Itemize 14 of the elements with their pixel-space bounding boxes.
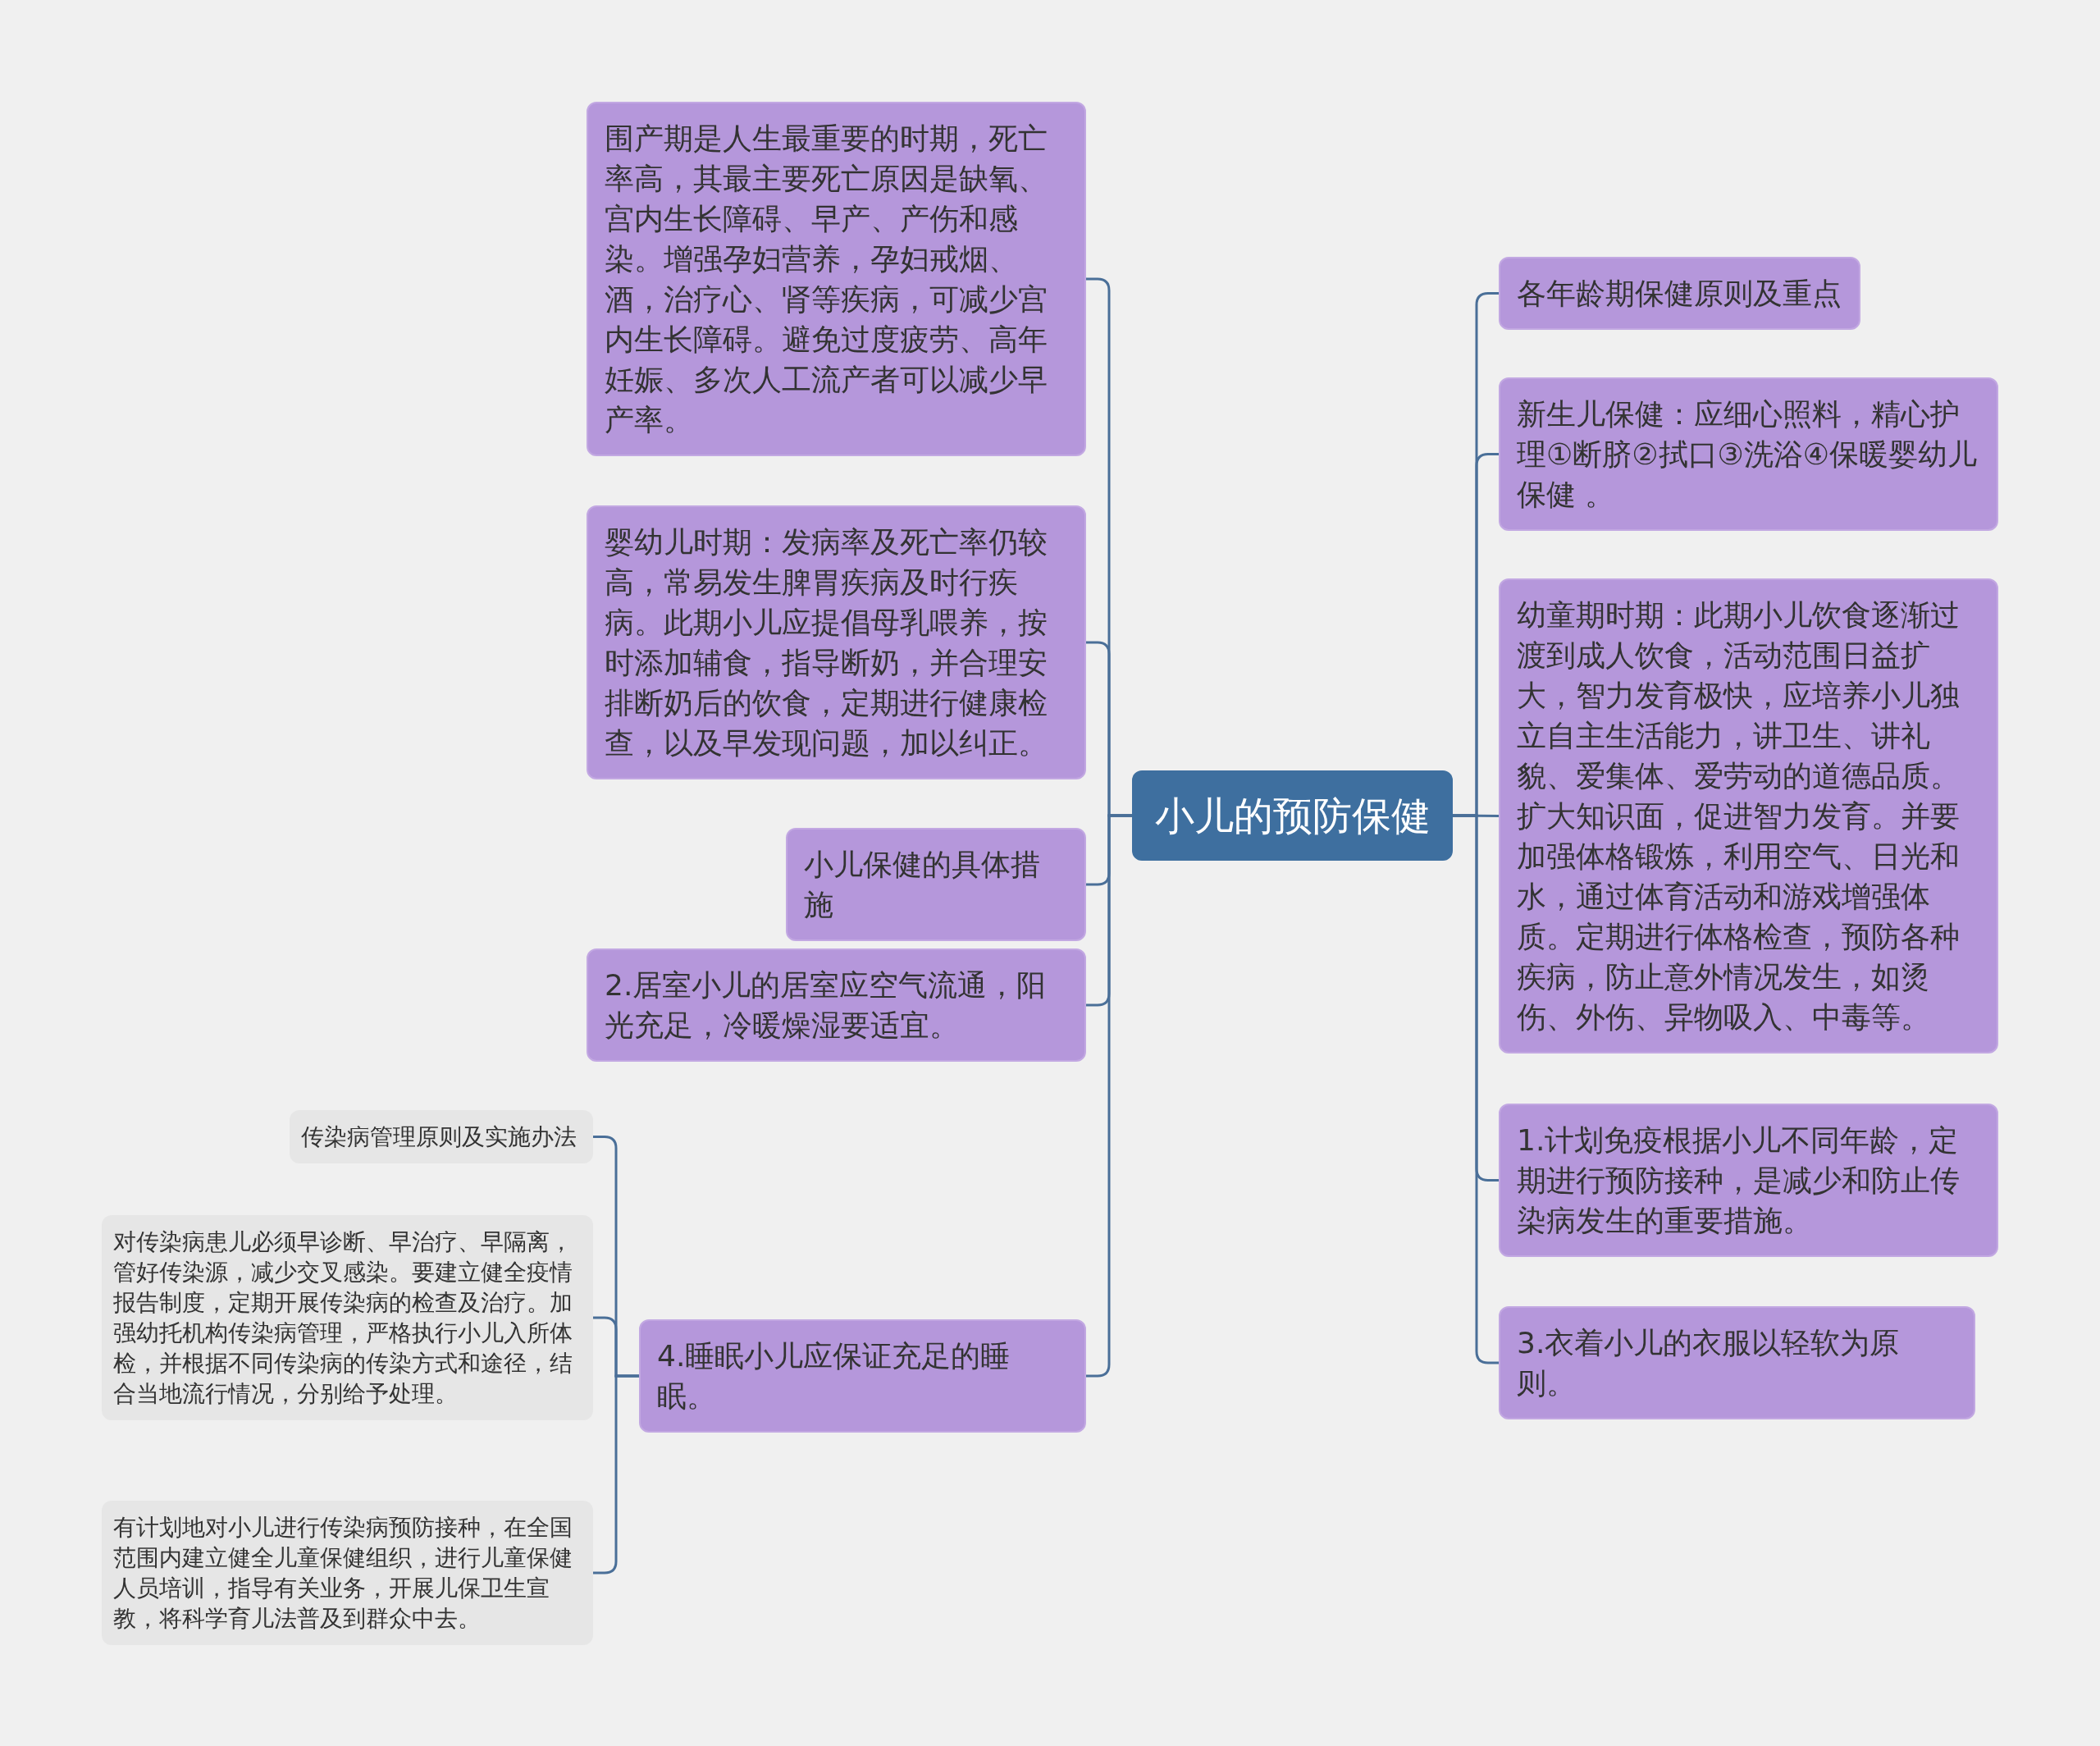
topic-box: 幼童期时期：此期小儿饮食逐渐过渡到成人饮食，活动范围日益扩大，智力发育极快，应培养小儿独立自主生活能力，讲卫生、讲礼貌、爱集体、爱劳动的道德品质。扩大知识面，促进智力发育。并要加强体格锻炼，利用空气、日光和水，通过体育活动和游戏增强体质。定期进行体格检查，预防各种疾病，防止意外情况发生，如烫伤、外伤、异物吸入、中毒等。 [1499,578,1998,1054]
subtopic-box: 有计划地对小儿进行传染病预防接种，在全国范围内建立健全儿童保健组织，进行儿童保健人员培训，指导有关业务，开展儿保卫生宣教，将科学育儿法普及到群众中去。 [102,1501,593,1645]
topic-box: 新生儿保健：应细心照料，精心护理①断脐②拭口③洗浴④保暖婴幼儿保健 。 [1499,377,1998,531]
topic-box: 1.计划免疫根据小儿不同年龄，定期进行预防接种，是减少和防止传染病发生的重要措施。 [1499,1104,1998,1257]
topic-box: 婴幼儿时期：发病率及死亡率仍较高，常易发生脾胃疾病及时行疾病。此期小儿应提倡母乳喂养，按时添加辅食，指导断奶，并合理安排断奶后的饮食，定期进行健康检查，以及早发现问题，加以纠正。 [587,505,1086,779]
subtopic-box: 传染病管理原则及实施办法 [290,1110,593,1163]
subtopic-box: 对传染病患儿必须早诊断、早治疗、早隔离，管好传染源，减少交叉感染。要建立健全疫情报告制度，定期开展传染病的检查及治疗。加强幼托机构传染病管理，严格执行小儿入所体检，并根据不同传染病的传染方式和途径，结合当地流行情况，分别给予处理。 [102,1215,593,1420]
central-topic: 小儿的预防保健 [1132,770,1453,861]
topic-box: 围产期是人生最重要的时期，死亡率高，其最主要死亡原因是缺氧、宫内生长障碍、早产、产伤和感染。增强孕妇营养，孕妇戒烟、酒，治疗心、肾等疾病，可减少宫内生长障碍。避免过度疲劳、高年妊娠、多次人工流产者可以减少早产率。 [587,102,1086,456]
topic-box: 2.居室小儿的居室应空气流通，阳光充足，冷暖燥湿要适宜。 [587,948,1086,1062]
topic-box: 3.衣着小儿的衣服以轻软为原则。 [1499,1306,1975,1419]
topic-box: 小儿保健的具体措施 [786,828,1086,941]
topic-box: 各年龄期保健原则及重点 [1499,257,1860,330]
topic-box: 4.睡眠小儿应保证充足的睡眠。 [639,1319,1086,1433]
